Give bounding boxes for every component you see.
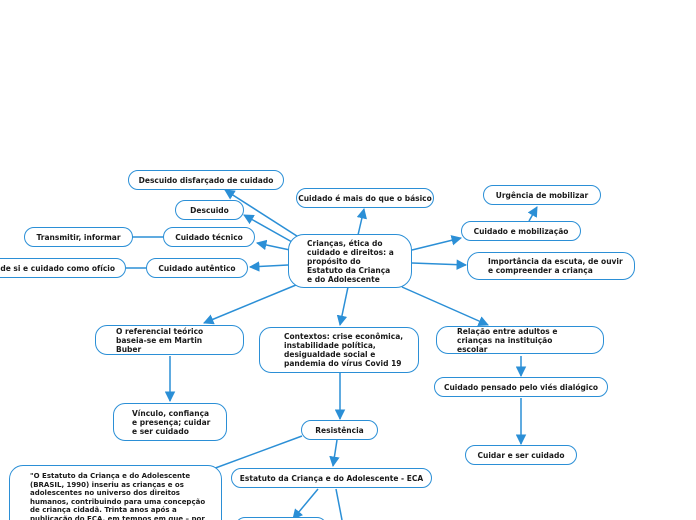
node-label: Cuidado é mais do que o básico — [298, 193, 432, 203]
node-urgencia-mobilizar[interactable]: Urgência de mobilizar — [483, 185, 601, 205]
node-label: Cuidado autêntico — [158, 263, 236, 273]
node-cuidar-ser-cuidado[interactable]: Cuidar e ser cuidado — [465, 445, 577, 465]
link-descuido — [243, 214, 293, 243]
node-vinculo-confianca[interactable]: Vínculo, confiança e presença; cuidar e … — [113, 403, 227, 441]
node-label: O referencial teórico baseia-se em Marti… — [116, 326, 204, 354]
node-label: Relação entre adultos e crianças na inst… — [457, 326, 558, 354]
node-label: Resistência — [315, 425, 364, 435]
node-label: Importância da escuta, de ouvir e compre… — [488, 257, 623, 275]
link-cuidado-tecnico — [255, 239, 291, 251]
node-label: Estatuto da Criança e do Adolescente - E… — [239, 473, 424, 483]
node-label: Cuidado técnico — [175, 232, 243, 242]
link-relacao-adultos — [401, 286, 489, 326]
link-descuido-disfarcado — [224, 189, 301, 239]
node-label: Descuido disfarçado de cuidado — [138, 175, 274, 185]
link-cuidado-autentico — [248, 261, 289, 272]
node-cuidado-tecnico[interactable]: Cuidado técnico — [163, 227, 255, 247]
node-label: Cuidado pensado pelo viés dialógico — [443, 382, 599, 392]
node-quote-eca[interactable]: "O Estatuto da Criança e do Adolescente … — [9, 465, 222, 520]
link-urgencia — [527, 206, 538, 222]
link-cuidado-mobilizacao — [411, 235, 463, 251]
node-label: Cuidar e ser cuidado — [477, 450, 565, 460]
node-label: Urgência de mobilizar — [495, 190, 589, 200]
node-contextos[interactable]: Contextos: crise econômica, instabilidad… — [259, 327, 419, 373]
node-label: Vínculo, confiança e presença; cuidar e … — [132, 408, 211, 436]
node-label: Transmitir, informar — [36, 232, 121, 242]
node-label: "O Estatuto da Criança e do Adolescente … — [30, 472, 206, 520]
node-label: Cuidado de si e cuidado como ofício — [0, 263, 115, 273]
link-importancia-escuta — [411, 259, 468, 270]
node-importancia-escuta[interactable]: Importância da escuta, de ouvir e compre… — [467, 252, 635, 280]
node-relacao-adultos[interactable]: Relação entre adultos e crianças na inst… — [436, 326, 604, 354]
node-referencial-teorico[interactable]: O referencial teórico baseia-se em Marti… — [95, 325, 244, 355]
node-descuido[interactable]: Descuido — [175, 200, 244, 220]
node-cuidado-de-si[interactable]: Cuidado de si e cuidado como ofício — [0, 258, 126, 278]
node-cuidado-mais-basico[interactable]: Cuidado é mais do que o básico — [296, 188, 434, 208]
node-label: Contextos: crise econômica, instabilidad… — [284, 332, 404, 368]
node-descuido-disfarcado[interactable]: Descuido disfarçado de cuidado — [128, 170, 284, 190]
node-cuidado-dialogico[interactable]: Cuidado pensado pelo viés dialógico — [434, 377, 608, 397]
link-contextos — [336, 286, 349, 327]
link-cuidado-mais-basico — [356, 207, 367, 236]
central-topic[interactable]: Crianças, ética do cuidado e direitos: a… — [288, 234, 412, 288]
link-referencial — [203, 284, 297, 325]
node-cuidado-autentico[interactable]: Cuidado autêntico — [146, 258, 248, 278]
node-cuidado-mobilizacao[interactable]: Cuidado e mobilização — [461, 221, 581, 241]
link-eca — [329, 439, 340, 468]
node-label: Descuido — [190, 205, 229, 215]
node-eca[interactable]: Estatuto da Criança e do Adolescente - E… — [231, 468, 432, 488]
link-quote — [209, 435, 303, 471]
node-transmitir-informar[interactable]: Transmitir, informar — [24, 227, 133, 247]
node-resistencia[interactable]: Resistência — [301, 420, 378, 440]
link-eca-child-down — [335, 488, 343, 520]
central-topic-label: Crianças, ética do cuidado e direitos: a… — [307, 238, 394, 284]
link-eca-child-left — [292, 488, 319, 520]
node-label: Cuidado e mobilização — [473, 226, 569, 236]
